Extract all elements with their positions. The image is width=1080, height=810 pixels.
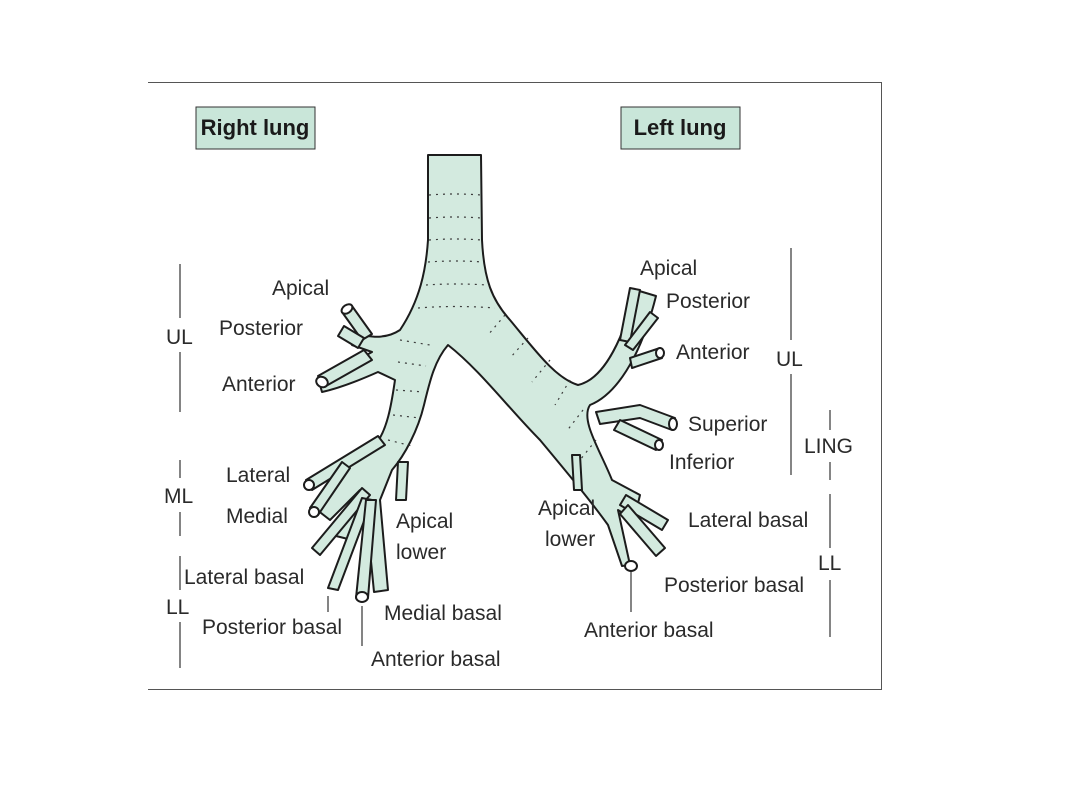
left-lung-title: Left lung — [634, 115, 727, 140]
right-apical-lower-label-2: lower — [396, 541, 446, 564]
right-posterior-bronchus — [337, 325, 365, 349]
right-ml-group-label: ML — [164, 485, 193, 508]
left-ul-group-label: UL — [776, 348, 803, 371]
diagram-frame — [148, 82, 882, 690]
right-apical-lower-bronchus — [395, 461, 409, 501]
right-posterior-basal-label: Posterior basal — [202, 616, 342, 639]
left-superior-label: Superior — [688, 413, 767, 436]
left-inferior-lingula-bronchus — [613, 419, 663, 451]
right-lateral-label: Lateral — [226, 464, 290, 487]
right-lung-header: Right lung — [195, 106, 316, 150]
left-posterior-basal-bronchus — [619, 504, 666, 557]
right-apical-lower-label-1: Apical — [396, 510, 453, 533]
left-apical-lower-label-1: Apical — [538, 497, 595, 520]
right-anterior-label: Anterior — [222, 373, 296, 396]
left-anterior-label: Anterior — [676, 341, 750, 364]
right-ll-group-label: LL — [166, 596, 189, 619]
left-posterior-bronchus — [624, 311, 659, 351]
left-apical-lower-label-2: lower — [545, 528, 595, 551]
left-lateral-basal-label: Lateral basal — [688, 509, 808, 532]
right-medial-label: Medial — [226, 505, 288, 528]
right-medial-basal-label: Medial basal — [384, 602, 502, 625]
left-lung-header: Left lung — [620, 106, 741, 150]
right-ul-group-label: UL — [166, 326, 193, 349]
right-apical-label: Apical — [272, 277, 329, 300]
left-posterior-label: Posterior — [666, 290, 750, 313]
left-apical-label: Apical — [640, 257, 697, 280]
right-lateral-basal-bronchus — [311, 487, 371, 556]
left-apical-lower-bronchus — [571, 454, 583, 491]
left-lingula-bronchus — [595, 404, 676, 431]
right-lateral-basal-label: Lateral basal — [184, 566, 304, 589]
left-anterior-basal-label: Anterior basal — [584, 619, 714, 642]
left-lateral-basal-bronchus — [619, 494, 669, 531]
right-anterior-basal-label: Anterior basal — [371, 648, 501, 671]
left-ling-group-label: LING — [804, 435, 853, 458]
left-ll-group-label: LL — [818, 552, 841, 575]
right-posterior-basal-bronchus — [327, 497, 373, 591]
right-posterior-label: Posterior — [219, 317, 303, 340]
bronchial-tree — [303, 154, 678, 603]
left-posterior-basal-label: Posterior basal — [664, 574, 804, 597]
right-lung-title: Right lung — [201, 115, 310, 140]
right-anterior-bronchus — [317, 349, 373, 387]
left-inferior-label: Inferior — [669, 451, 734, 474]
